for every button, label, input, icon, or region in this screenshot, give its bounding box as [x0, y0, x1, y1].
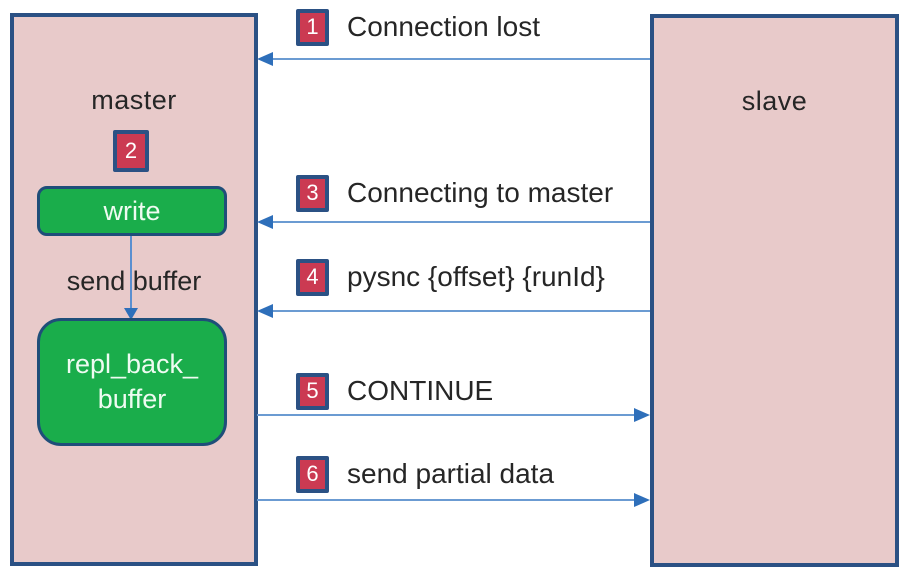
arrow-line	[257, 414, 634, 416]
arrowhead-left-icon	[257, 215, 273, 229]
message-label-pysnc: pysnc {offset} {runId}	[347, 261, 605, 292]
master-node: master 2 write send buffer repl_back_ bu…	[10, 13, 258, 566]
buffer-connector-line	[130, 236, 132, 310]
step-number-3: 3	[306, 180, 319, 205]
repl-buffer-line1: repl_back_	[65, 349, 199, 379]
buffer-connector-arrowhead-icon	[124, 308, 138, 320]
message-label-send-partial-data: send partial data	[347, 458, 555, 489]
step-number-2: 2	[124, 138, 138, 163]
message-row-pysnc: 4 pysnc {offset} {runId}	[296, 258, 605, 296]
message-label-connecting-to-master: Connecting to master	[347, 177, 614, 208]
arrowhead-right-icon	[634, 408, 650, 422]
arrow-line	[273, 221, 650, 223]
arrowhead-left-icon	[257, 52, 273, 66]
write-box: write	[37, 186, 227, 236]
message-row-continue: 5 CONTINUE	[296, 372, 493, 410]
arrow-line	[273, 58, 650, 60]
message-label-connection-lost: Connection lost	[347, 11, 541, 42]
message-row-connection-lost: 1 Connection lost	[296, 8, 540, 46]
step-badge-2: 2	[113, 130, 149, 172]
step-badge-1: 1	[296, 8, 329, 46]
arrow-continue	[257, 408, 650, 422]
message-row-send-partial-data: 6 send partial data	[296, 455, 554, 493]
send-buffer-label: send buffer	[66, 266, 202, 296]
step-badge-5: 5	[296, 372, 329, 410]
repl-buffer-line2: buffer	[97, 384, 167, 414]
arrow-connecting-to-master	[257, 215, 650, 229]
step-badge-6: 6	[296, 455, 329, 493]
step-number-6: 6	[306, 461, 319, 486]
master-title: master	[91, 85, 177, 115]
arrowhead-right-icon	[634, 493, 650, 507]
step-badge-3: 3	[296, 174, 329, 212]
step-badge-4: 4	[296, 258, 329, 296]
step-number-4: 4	[306, 264, 319, 289]
repl-back-buffer-box: repl_back_ buffer	[37, 318, 227, 446]
arrow-line	[273, 310, 650, 312]
message-label-continue: CONTINUE	[347, 375, 494, 406]
arrow-line	[257, 499, 634, 501]
step-number-5: 5	[306, 378, 319, 403]
arrow-connection-lost	[257, 52, 650, 66]
slave-title: slave	[741, 86, 808, 116]
step-number-1: 1	[306, 14, 319, 39]
arrow-pysnc	[257, 304, 650, 318]
message-row-connecting-to-master: 3 Connecting to master	[296, 174, 613, 212]
arrow-send-partial-data	[257, 493, 650, 507]
arrowhead-left-icon	[257, 304, 273, 318]
slave-node: slave	[650, 14, 899, 567]
